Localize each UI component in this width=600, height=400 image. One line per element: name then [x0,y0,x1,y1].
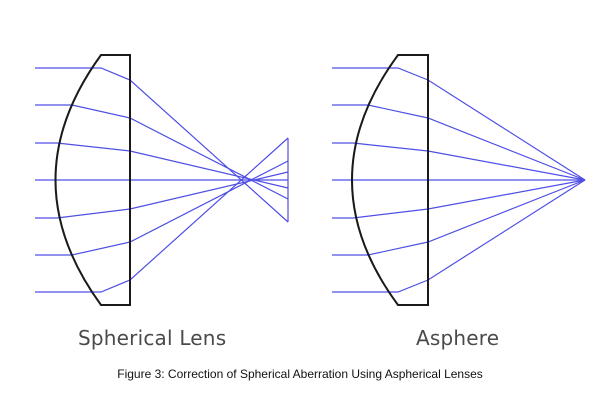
asphere-lens-panel [332,54,586,306]
asphere-label: Asphere [416,326,500,350]
asphere-lens-shape [351,54,429,306]
spherical-lens-panel [35,54,289,306]
asphere-ray [332,142,586,181]
asphere-ray [332,179,586,219]
spherical-ray [35,142,289,189]
asphere-rays [332,67,586,293]
spherical-ray [35,104,289,200]
asphere-ray [332,67,586,181]
asphere-ray [332,179,586,256]
spherical-ray [35,160,289,256]
asphere-ray [332,179,586,293]
spherical-ray [35,171,289,219]
spherical-ray [35,67,289,223]
asphere-ray [332,104,586,181]
figure-caption: Figure 3: Correction of Spherical Aberra… [117,367,483,381]
spherical-lens-label: Spherical Lens [78,326,227,350]
spherical-ray [35,137,289,293]
spherical-lens-shape [54,54,131,306]
spherical-rays [35,67,289,293]
